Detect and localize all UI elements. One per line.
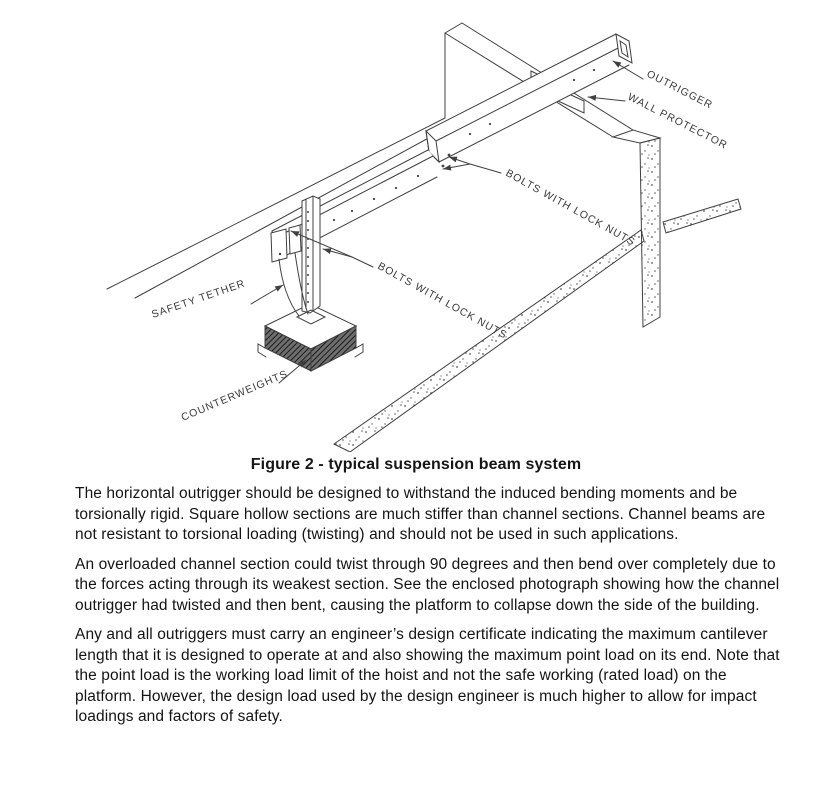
label-bolts-upper: BOLTS WITH LOCK NUTS — [504, 167, 638, 248]
label-counterweights: COUNTERWEIGHTS — [179, 368, 289, 424]
parapet-wall — [106, 22, 634, 299]
paragraph-3: Any and all outriggers must carry an eng… — [75, 626, 780, 725]
concrete-column — [611, 129, 662, 328]
figure-caption: Figure 2 - typical suspension beam syste… — [250, 456, 582, 473]
roof-edge-strip — [333, 198, 742, 452]
paragraph-2: An overloaded channel section could twis… — [75, 555, 780, 614]
figure-diagram: OUTRIGGER WALL PROTECTOR BOLTS WITH LOCK… — [106, 22, 742, 452]
label-bolts-lower: BOLTS WITH LOCK NUTS — [376, 260, 510, 341]
support-post — [295, 195, 327, 325]
paragraph-1: The horizontal outrigger should be desig… — [75, 485, 766, 543]
leader-lines — [250, 60, 644, 384]
tether-lines — [278, 252, 309, 317]
counterweight-block — [257, 303, 364, 372]
label-safety-tether: SAFETY TETHER — [150, 277, 247, 320]
body-text: The horizontal outrigger should be desig… — [75, 484, 781, 728]
outrigger-beam — [425, 33, 633, 168]
